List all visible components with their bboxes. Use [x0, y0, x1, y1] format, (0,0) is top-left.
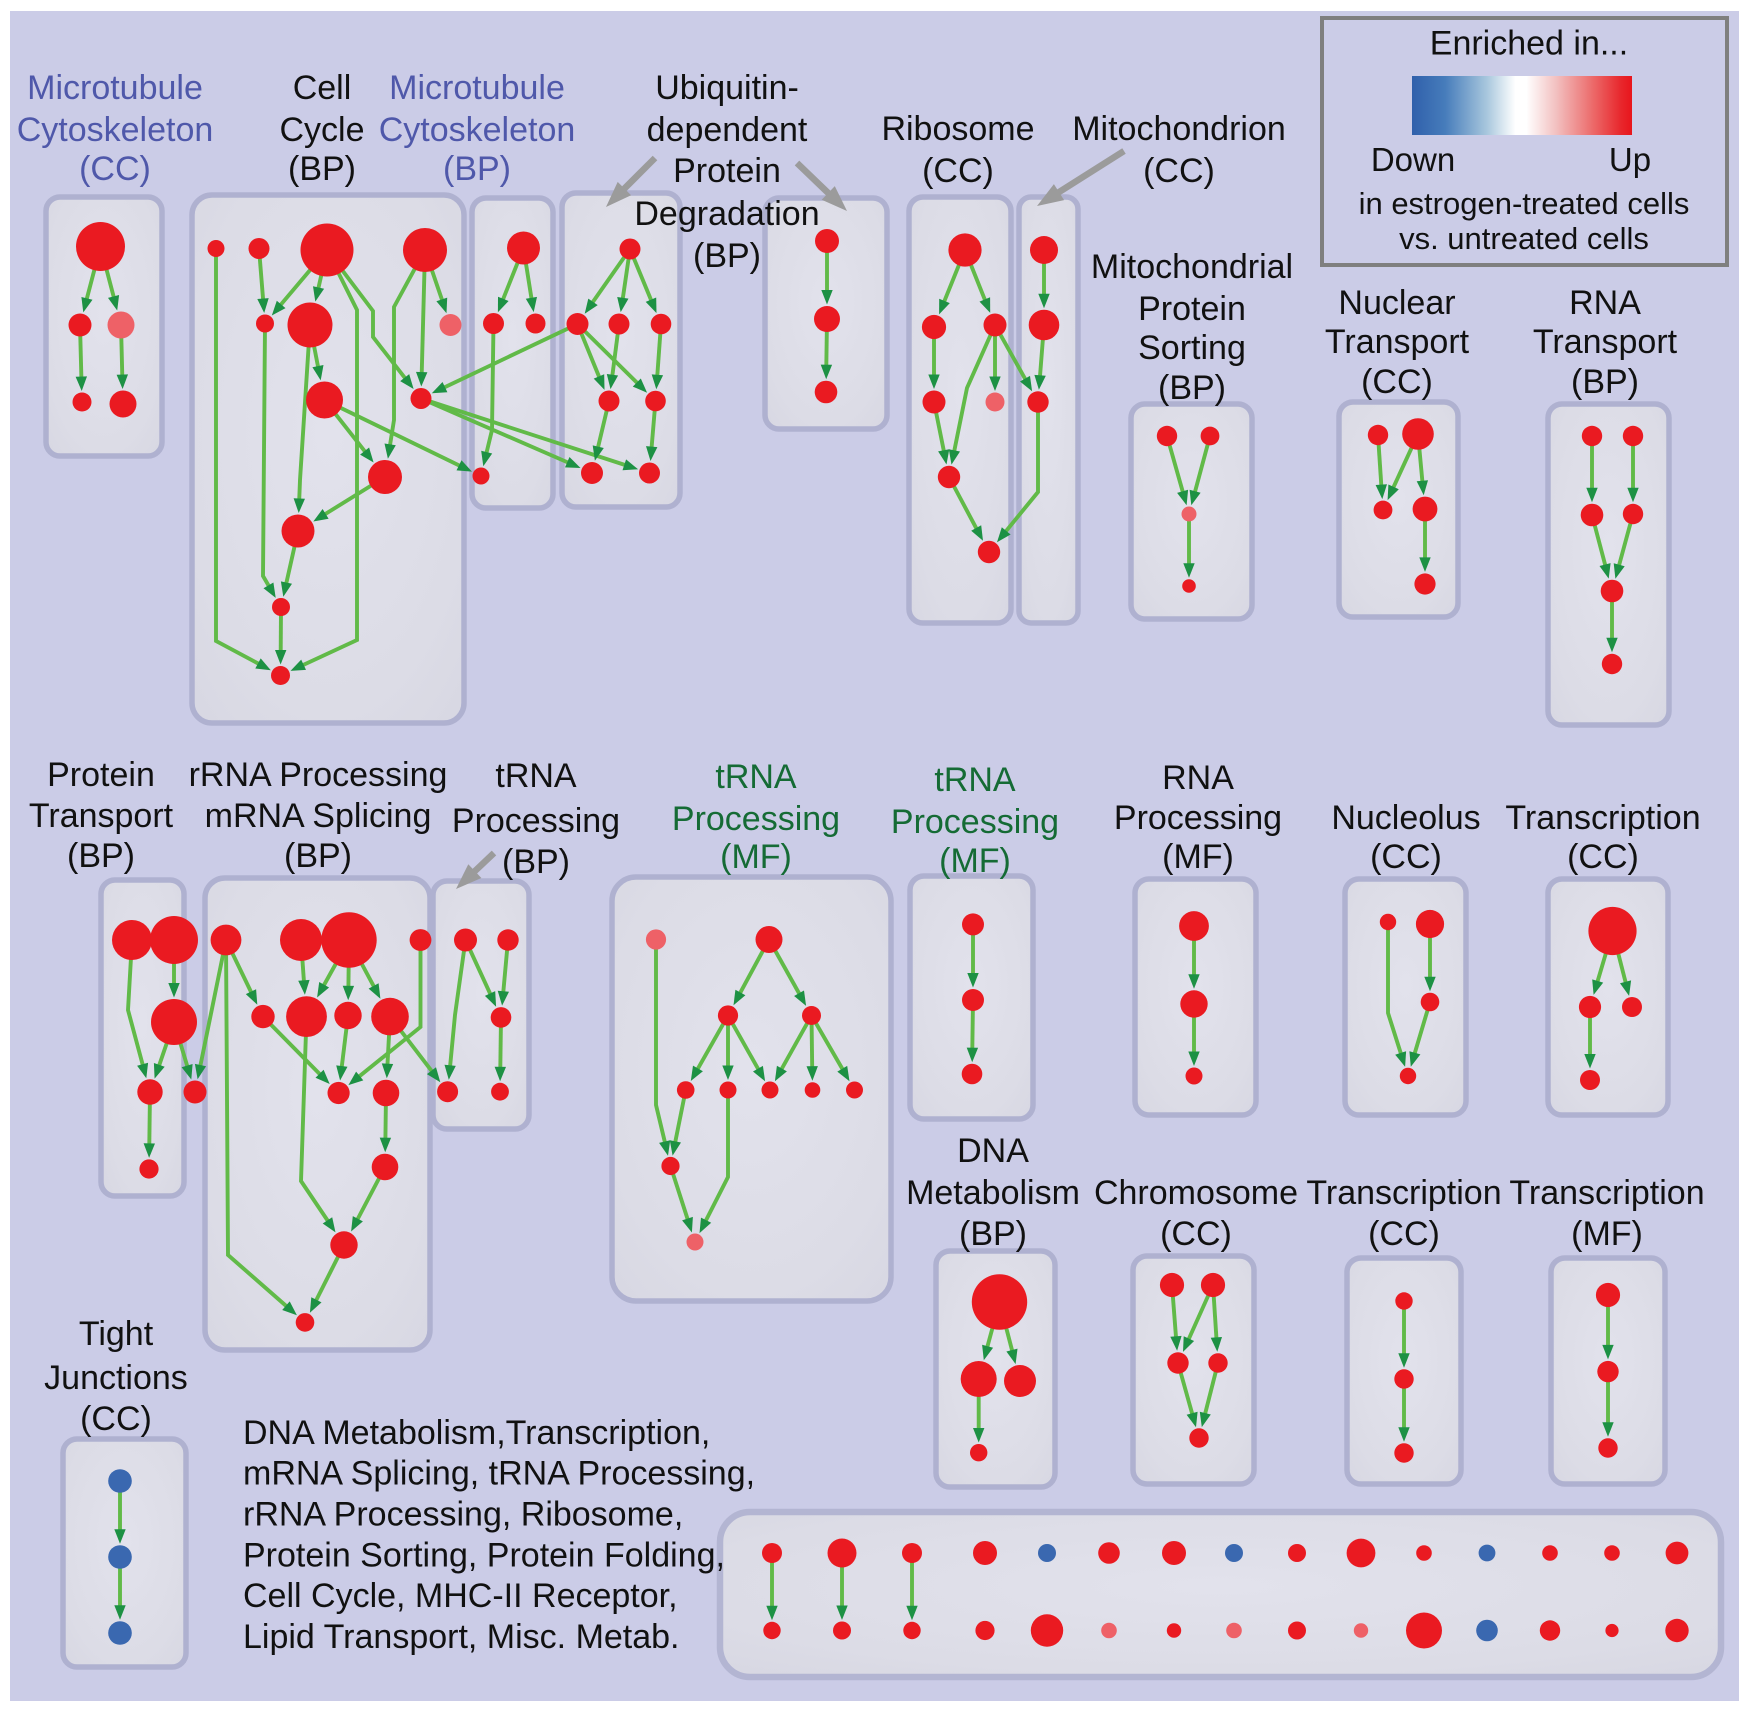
svg-text:tRNA: tRNA	[495, 757, 577, 795]
svg-text:tRNA: tRNA	[934, 761, 1016, 799]
svg-text:Cell Cycle, MHC-II Receptor,: Cell Cycle, MHC-II Receptor,	[243, 1577, 678, 1615]
svg-text:(BP): (BP)	[959, 1215, 1027, 1253]
svg-text:Metabolism: Metabolism	[906, 1174, 1080, 1212]
svg-text:(CC): (CC)	[922, 152, 994, 190]
svg-text:Protein: Protein	[673, 152, 781, 190]
svg-text:(CC): (CC)	[1160, 1215, 1232, 1253]
svg-text:DNA Metabolism,Transcription,: DNA Metabolism,Transcription,	[243, 1414, 710, 1452]
svg-text:Sorting: Sorting	[1138, 329, 1246, 367]
svg-text:(BP): (BP)	[443, 150, 511, 188]
svg-text:Transcription: Transcription	[1505, 799, 1700, 837]
svg-text:Up: Up	[1609, 141, 1651, 178]
svg-text:Protein: Protein	[47, 756, 155, 794]
svg-text:Cytoskeleton: Cytoskeleton	[379, 111, 576, 149]
svg-text:(MF): (MF)	[1571, 1215, 1643, 1253]
svg-text:(BP): (BP)	[284, 837, 352, 875]
svg-text:(BP): (BP)	[67, 837, 135, 875]
svg-text:in estrogen-treated cells: in estrogen-treated cells	[1359, 186, 1690, 221]
svg-text:Protein: Protein	[1138, 290, 1246, 328]
svg-text:(BP): (BP)	[288, 150, 356, 188]
svg-text:Enriched in...: Enriched in...	[1430, 25, 1628, 63]
svg-text:rRNA Processing, Ribosome,: rRNA Processing, Ribosome,	[243, 1496, 683, 1534]
svg-text:vs. untreated cells: vs. untreated cells	[1399, 221, 1649, 256]
svg-text:(CC): (CC)	[79, 150, 151, 188]
svg-text:(CC): (CC)	[1370, 838, 1442, 876]
svg-text:Nucleolus: Nucleolus	[1331, 799, 1480, 837]
svg-text:Ubiquitin-: Ubiquitin-	[655, 69, 799, 107]
svg-text:(MF): (MF)	[939, 842, 1011, 880]
svg-text:Processing: Processing	[891, 803, 1059, 841]
svg-text:Transcription: Transcription	[1509, 1174, 1704, 1212]
svg-text:RNA: RNA	[1162, 759, 1234, 797]
svg-text:Lipid Transport, Misc. Metab.: Lipid Transport, Misc. Metab.	[243, 1618, 680, 1656]
svg-text:(CC): (CC)	[1368, 1215, 1440, 1253]
svg-text:RNA: RNA	[1569, 284, 1641, 322]
svg-text:Ribosome: Ribosome	[881, 110, 1034, 148]
svg-text:Protein Sorting, Protein Foldi: Protein Sorting, Protein Folding,	[243, 1536, 725, 1574]
svg-text:Processing: Processing	[1114, 799, 1282, 837]
svg-text:Transport: Transport	[1325, 323, 1470, 361]
svg-text:(BP): (BP)	[1158, 369, 1226, 407]
svg-text:Processing: Processing	[452, 802, 620, 840]
svg-text:Microtubule: Microtubule	[389, 69, 565, 107]
svg-text:Cycle: Cycle	[279, 111, 364, 149]
svg-text:(MF): (MF)	[1162, 838, 1234, 876]
svg-text:Mitochondrion: Mitochondrion	[1072, 110, 1286, 148]
svg-text:(CC): (CC)	[80, 1400, 152, 1438]
svg-text:Nuclear: Nuclear	[1338, 284, 1455, 322]
svg-text:Transcription: Transcription	[1306, 1174, 1501, 1212]
svg-text:Microtubule: Microtubule	[27, 69, 203, 107]
svg-text:Cytoskeleton: Cytoskeleton	[17, 111, 214, 149]
svg-text:Junctions: Junctions	[44, 1359, 188, 1397]
svg-text:Chromosome: Chromosome	[1094, 1174, 1298, 1212]
svg-text:DNA: DNA	[957, 1132, 1029, 1170]
svg-text:rRNA Processing: rRNA Processing	[189, 756, 448, 794]
svg-text:Processing: Processing	[672, 800, 840, 838]
svg-text:tRNA: tRNA	[715, 758, 797, 796]
svg-text:(MF): (MF)	[720, 838, 792, 876]
svg-text:(CC): (CC)	[1143, 152, 1215, 190]
svg-text:Transport: Transport	[1533, 323, 1678, 361]
svg-text:mRNA Splicing: mRNA Splicing	[205, 797, 432, 835]
svg-text:(CC): (CC)	[1567, 838, 1639, 876]
svg-text:dependent: dependent	[647, 111, 808, 149]
svg-text:Transport: Transport	[29, 797, 174, 835]
svg-text:Down: Down	[1371, 141, 1455, 178]
svg-text:(CC): (CC)	[1361, 363, 1433, 401]
svg-text:Degradation: Degradation	[634, 195, 819, 233]
svg-text:(BP): (BP)	[502, 843, 570, 881]
svg-text:Tight: Tight	[79, 1315, 154, 1353]
svg-text:Cell: Cell	[293, 69, 352, 107]
svg-text:Mitochondrial: Mitochondrial	[1091, 248, 1293, 286]
svg-text:(BP): (BP)	[1571, 363, 1639, 401]
svg-text:mRNA Splicing, tRNA Processing: mRNA Splicing, tRNA Processing,	[243, 1455, 755, 1493]
svg-text:(BP): (BP)	[693, 237, 761, 275]
